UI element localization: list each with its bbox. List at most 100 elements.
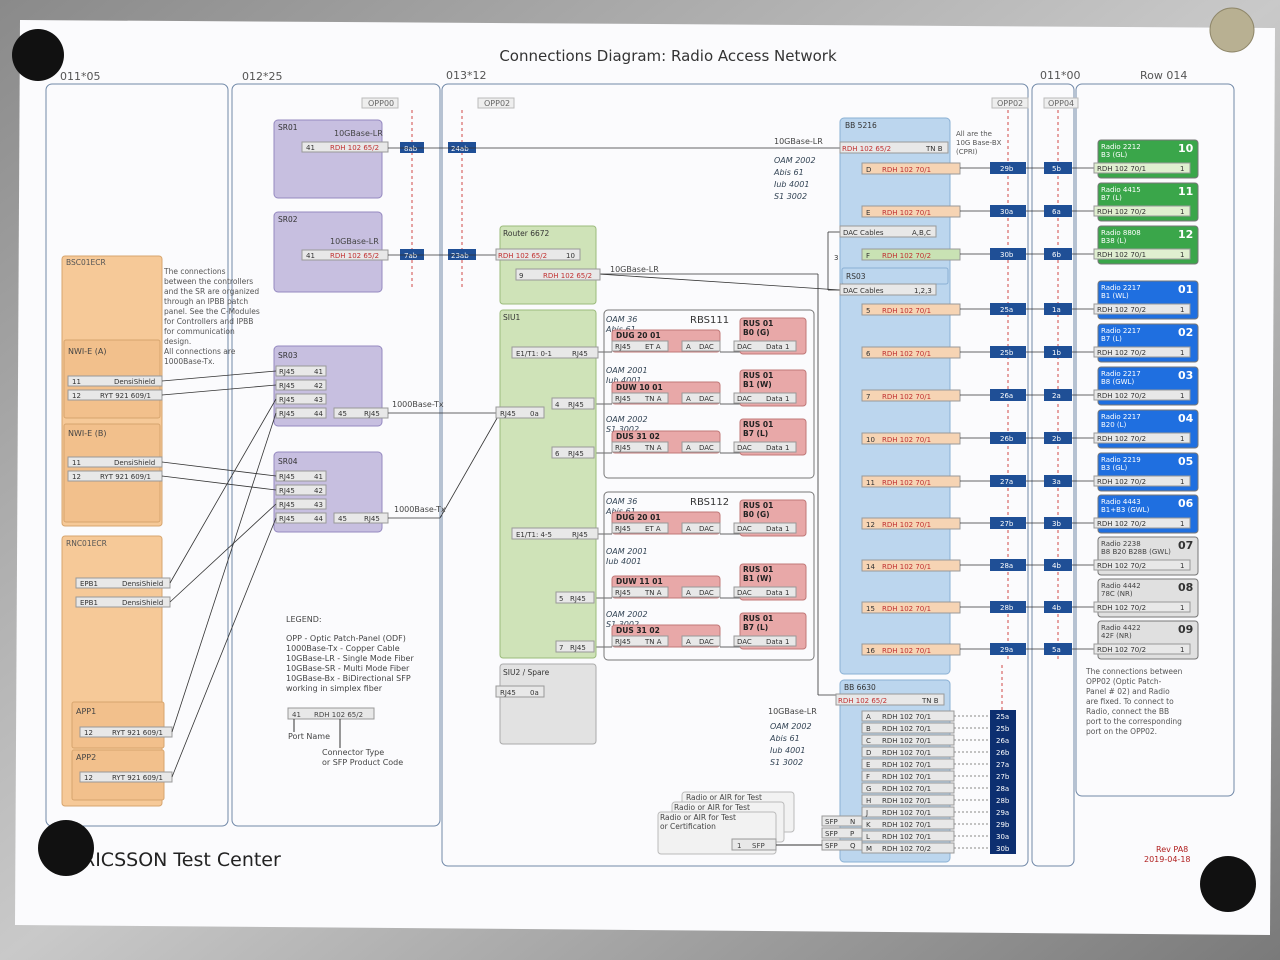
svg-text:RJ45: RJ45 <box>279 515 295 523</box>
svg-text:25a: 25a <box>1000 306 1013 314</box>
magnet <box>1200 856 1256 912</box>
svg-text:Abis 61: Abis 61 <box>773 168 804 177</box>
svg-text:port on the OPP02.: port on the OPP02. <box>1086 727 1157 736</box>
svg-text:15: 15 <box>866 605 875 613</box>
svg-text:RUS 01: RUS 01 <box>743 319 773 328</box>
svg-text:RJ45: RJ45 <box>570 595 586 603</box>
svg-text:3b: 3b <box>1052 520 1061 528</box>
svg-text:DAC: DAC <box>699 395 714 403</box>
svg-text:12: 12 <box>1178 228 1193 241</box>
svg-text:B1 (W): B1 (W) <box>743 380 772 389</box>
svg-text:9: 9 <box>519 272 523 280</box>
svg-text:DensiShield: DensiShield <box>114 378 155 386</box>
svg-text:SIU2 / Spare: SIU2 / Spare <box>503 668 550 677</box>
svg-text:28b: 28b <box>996 797 1010 805</box>
svg-text:29a: 29a <box>1000 646 1013 654</box>
svg-text:DAC: DAC <box>737 395 752 403</box>
magnet <box>12 29 64 81</box>
svg-text:4b: 4b <box>1052 604 1061 612</box>
svg-text:RDH 102 70/2: RDH 102 70/2 <box>1097 646 1146 654</box>
svg-text:TN B: TN B <box>925 145 943 153</box>
svg-text:Iub 4001: Iub 4001 <box>770 746 805 755</box>
svg-text:DAC: DAC <box>737 525 752 533</box>
svg-text:DensiShield: DensiShield <box>122 580 163 588</box>
svg-text:OAM 2002: OAM 2002 <box>606 610 648 619</box>
rack-frame <box>231 83 441 827</box>
svg-text:25b: 25b <box>1000 349 1014 357</box>
column-header: 011*00 <box>1040 69 1081 82</box>
svg-text:5: 5 <box>866 307 870 315</box>
svg-text:Radio 2217: Radio 2217 <box>1101 413 1141 421</box>
svg-text:RJ45: RJ45 <box>279 368 295 376</box>
svg-text:B3 (GL): B3 (GL) <box>1101 151 1128 159</box>
svg-text:7: 7 <box>559 644 563 652</box>
svg-text:DAC: DAC <box>737 343 752 351</box>
svg-text:RJ45: RJ45 <box>615 444 631 452</box>
svg-text:and the SR are organized: and the SR are organized <box>164 287 259 296</box>
svg-text:BB 5216: BB 5216 <box>845 121 877 130</box>
nwi-a-label: NWI-E (A) <box>68 347 106 356</box>
sr-opp-slots: 8ab 24ab 7ab 23ab <box>400 142 476 260</box>
svg-text:12: 12 <box>866 521 875 529</box>
magnet <box>1209 7 1255 53</box>
test-radio-stack: Radio or AIR for Test Radio or AIR for T… <box>657 791 795 855</box>
svg-text:DUS 31 02: DUS 31 02 <box>616 626 660 635</box>
svg-text:RJ45: RJ45 <box>279 473 295 481</box>
svg-text:Radio 4443: Radio 4443 <box>1101 498 1141 506</box>
svg-text:RJ45: RJ45 <box>279 410 295 418</box>
svg-text:E: E <box>866 209 870 217</box>
svg-text:B7 (L): B7 (L) <box>743 623 768 632</box>
svg-text:Radio or AIR for Test: Radio or AIR for Test <box>674 803 750 812</box>
svg-text:RDH 102 70/1: RDH 102 70/1 <box>882 725 931 733</box>
revision-label: Rev PA8 <box>1156 845 1188 854</box>
svg-text:41: 41 <box>314 368 323 376</box>
svg-text:12: 12 <box>72 392 81 400</box>
svg-text:DUS 31 02: DUS 31 02 <box>616 432 660 441</box>
svg-text:B: B <box>866 725 871 733</box>
svg-text:Iub 4001: Iub 4001 <box>606 557 641 566</box>
svg-text:Radio 2219: Radio 2219 <box>1101 456 1141 464</box>
svg-text:A: A <box>686 395 691 403</box>
svg-text:RJ45: RJ45 <box>500 410 516 418</box>
svg-text:28a: 28a <box>1000 562 1013 570</box>
svg-text:B7 (L): B7 (L) <box>743 429 768 438</box>
svg-text:A: A <box>686 444 691 452</box>
svg-text:Router 6672: Router 6672 <box>503 229 550 238</box>
svg-text:for Controllers and IPBB: for Controllers and IPBB <box>164 317 253 326</box>
app2-label: APP2 <box>76 753 96 762</box>
svg-text:04: 04 <box>1178 412 1194 425</box>
svg-text:10: 10 <box>566 252 575 260</box>
svg-text:1: 1 <box>1180 165 1184 173</box>
svg-text:B0 (G): B0 (G) <box>743 328 770 337</box>
svg-text:RDH 102 70/2: RDH 102 70/2 <box>1097 562 1146 570</box>
svg-text:DAC: DAC <box>737 444 752 452</box>
svg-text:between the controllers: between the controllers <box>164 277 253 286</box>
svg-text:B1+B3 (GWL): B1+B3 (GWL) <box>1101 506 1150 514</box>
svg-text:E: E <box>866 761 870 769</box>
svg-text:RJ45: RJ45 <box>615 638 631 646</box>
svg-text:Radio 2217: Radio 2217 <box>1101 327 1141 335</box>
svg-text:RJ45: RJ45 <box>615 395 631 403</box>
svg-text:TN A: TN A <box>644 395 662 403</box>
svg-text:42: 42 <box>314 487 323 495</box>
svg-text:30a: 30a <box>996 833 1009 841</box>
svg-text:16: 16 <box>866 647 875 655</box>
svg-text:1,2,3: 1,2,3 <box>914 287 932 295</box>
svg-text:RDH 102 70/2: RDH 102 70/2 <box>1097 435 1146 443</box>
